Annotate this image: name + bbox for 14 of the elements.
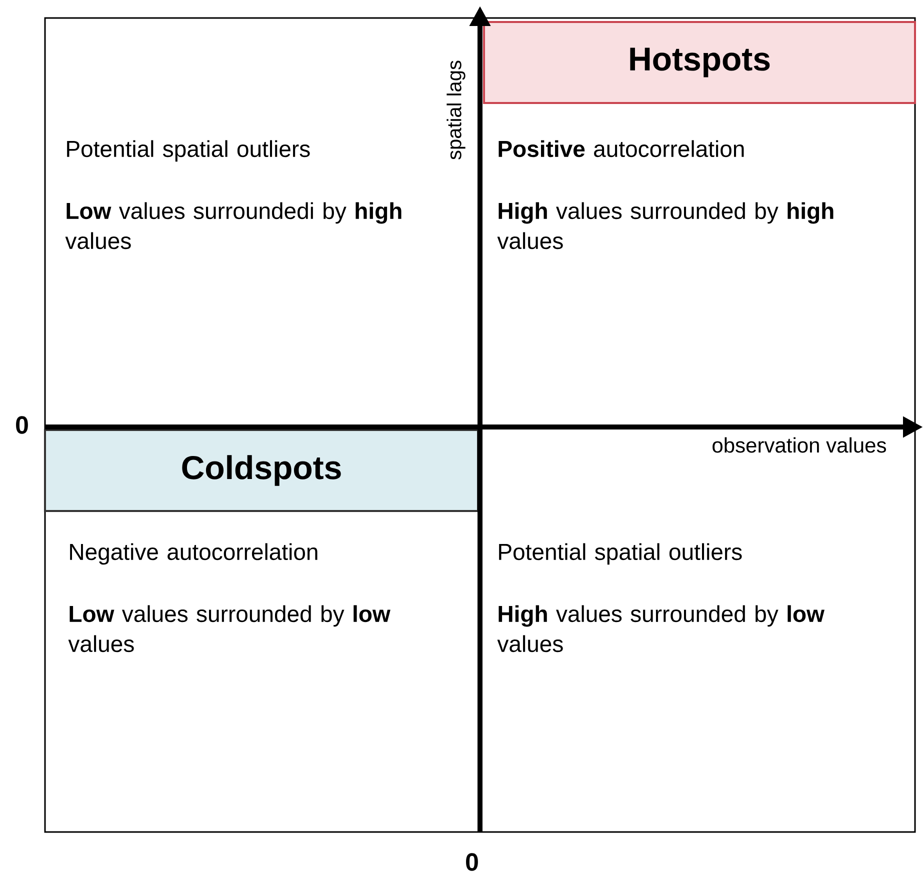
quadrant-description: Low values surroundedi by high values [65,202,402,250]
title-box: Coldspots [44,429,479,512]
axis-label: observation values [712,437,886,453]
quadrant-heading: Potential spatial outliers [67,140,310,162]
axis-label: spatial lags [446,60,466,160]
origin-label: 0 [16,416,28,434]
title-box: Hotspots [483,21,916,104]
quadrant-description: High values surrounded by low values [497,605,824,652]
quadrant-description: High values surrounded by high values [497,202,834,250]
quadrant-heading: Potential spatial outliers [499,543,742,565]
quadrant-description: Low values surrounded by low values [68,605,390,652]
quadrant-heading: Negative autocorrelation [70,543,318,565]
quadrant-heading: Positive autocorrelation [498,140,744,158]
origin-label: 0 [466,853,478,871]
